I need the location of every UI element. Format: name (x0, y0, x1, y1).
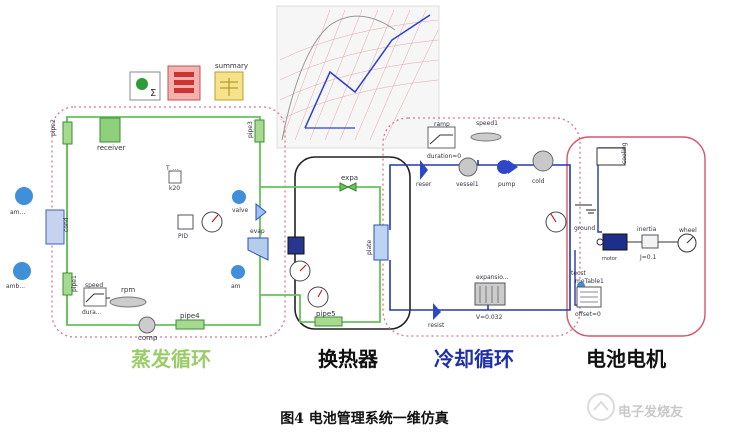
speed-label: speed (85, 282, 103, 289)
cooling-duration-label: duration=0 (427, 153, 461, 160)
plate-label: plate (366, 239, 373, 255)
evaporation-title: 蒸发循环 (131, 347, 211, 371)
pipe4-label: pipe4 (180, 312, 200, 320)
vessel-label: vessel1 (456, 181, 479, 188)
expansion-label: expansio... (476, 274, 509, 281)
comp-label: comp (138, 334, 158, 342)
cold-label: cold (532, 178, 545, 185)
svg-text:Σ: Σ (150, 88, 156, 99)
battery-boundary (566, 136, 706, 337)
reser-label: reser (416, 181, 432, 188)
rpm-label: rpm (121, 286, 135, 294)
pipe5-label: pipe5 (316, 310, 336, 318)
top-icons: Σ summary (129, 62, 248, 101)
battery-motor-title: 电池电机 (586, 347, 666, 371)
heat-exchanger-title: 换热器 (318, 347, 379, 371)
j-label: J=0.1 (639, 254, 657, 261)
inertia-label: inertia (637, 226, 657, 233)
temp-label: T_... (165, 165, 178, 172)
motor-label: motor (602, 256, 618, 262)
volume-label: V=0.032 (476, 314, 502, 321)
offset-label: offset=0 (575, 311, 601, 318)
pipe1-label: pipe1 (71, 275, 78, 292)
k20-label: k20 (169, 185, 180, 192)
heat-exchanger-components: expa pipe5 plate (287, 174, 389, 327)
pipe2-label: pipe2 (50, 119, 57, 136)
cooling-boundary (382, 117, 581, 337)
ph-diagram-thumbnail (276, 5, 440, 149)
ramp-label: ramp (434, 121, 450, 128)
summary-label: summary (215, 62, 248, 70)
wheel-label: wheel (679, 227, 697, 234)
evaporation-components: pipe2 receiver pipe3 cond pipe1 speed du… (6, 117, 269, 342)
metable-label: meTable1 (575, 278, 604, 285)
amb-bottom-label: amb... (6, 283, 25, 290)
cooling-components: ramp duration=0 speed1 reser vessel1 pum… (416, 120, 567, 329)
cond-label: cond (63, 217, 70, 232)
valve-label: valve (232, 207, 248, 214)
pid-label: PID (178, 233, 188, 240)
watermark-logo (587, 393, 615, 421)
expa-label: expa (341, 174, 358, 182)
speed1-label: speed1 (476, 120, 498, 127)
tecst-label: tecst (571, 270, 586, 277)
ambient-probe-label: am (231, 283, 241, 290)
pump-label: pump (498, 181, 515, 188)
resist-label: resist (428, 322, 445, 329)
amb-top-label: am... (10, 209, 25, 216)
ground-label: ground (574, 225, 595, 232)
pipe3-label: pipe3 (247, 121, 254, 138)
cooling-label: cooling (621, 142, 628, 164)
battery-components: cooling ground motor inertia J=0.1 wheel… (571, 142, 697, 318)
figure-caption: 图4 电池管理系统一维仿真 (280, 411, 449, 427)
cooling-title: 冷却循环 (434, 347, 514, 371)
watermark-text: 电子发烧友 (618, 405, 684, 420)
evap-label: evap (250, 228, 265, 235)
receiver-label: receiver (97, 144, 126, 152)
duration-label: dura... (82, 309, 102, 316)
